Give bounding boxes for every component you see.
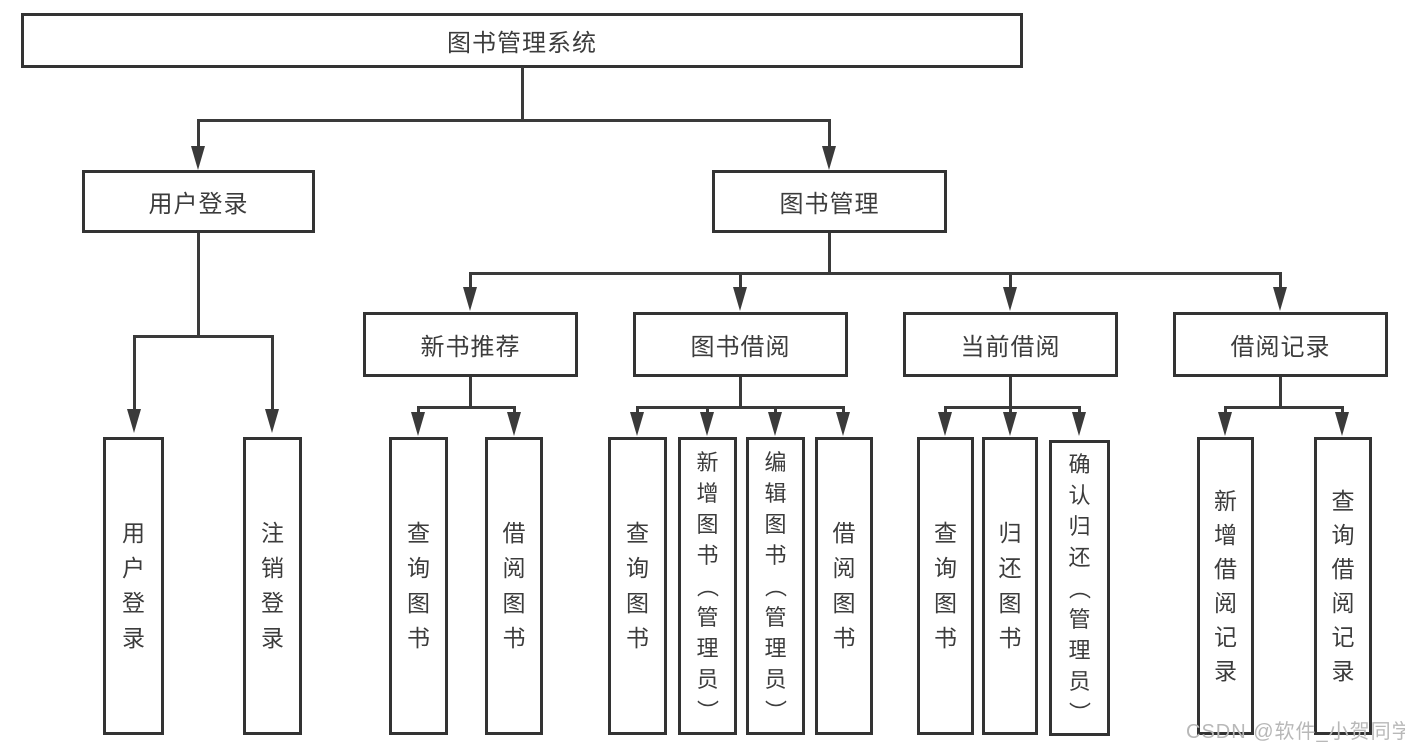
node-book-management: 图书管理 [712,170,947,233]
leaf-borrow-books-borrow: 借阅图书 [815,437,873,735]
edge-borrowrecord-drop-1 [1224,406,1227,414]
arrow-down-icon [1273,287,1287,311]
edge-currentborrow-drop-2 [1009,406,1012,414]
arrow-down-icon [127,409,141,433]
leaf-user-login: 用户登录 [103,437,164,735]
edge-userlogin-stem [197,233,200,337]
arrow-down-icon [463,287,477,311]
arrow-down-icon [507,412,521,436]
node-borrow-record: 借阅记录 [1173,312,1388,377]
edge-bookmgmt-branch [469,272,1282,275]
leaf-user-login-label: 用户登录 [122,520,145,651]
watermark: CSDN @软件_小贺同学 [1186,721,1405,743]
arrow-down-icon [768,412,782,436]
edge-bookborrow-drop-2 [706,406,709,414]
leaf-logout-login-label: 注销登录 [261,520,284,651]
leaf-confirm-return-admin-label: 确认归还（管理员） [1066,451,1092,724]
edge-bookborrow-drop-1 [636,406,639,414]
leaf-query-borrow-record: 查询借阅记录 [1314,437,1372,735]
leaf-edit-books-admin: 编辑图书（管理员） [746,437,805,735]
edge-userlogin-branch [133,335,274,338]
node-root: 图书管理系统 [21,13,1023,68]
arrow-down-icon [733,287,747,311]
edge-bookmgmt-stem [828,233,831,274]
arrow-down-icon [1072,412,1086,436]
arrow-down-icon [1003,287,1017,311]
edge-bookborrow-drop-4 [842,406,845,414]
edge-currentborrow-branch [944,406,1081,409]
edge-currentborrow-drop-3 [1078,406,1081,414]
edge-bookborrow-drop-3 [774,406,777,414]
leaf-borrow-books-recommend: 借阅图书 [485,437,543,735]
leaf-query-books-borrow: 查询图书 [608,437,667,735]
edge-borrowrecord-stem [1279,377,1282,408]
arrow-down-icon [265,409,279,433]
leaf-add-borrow-record-label: 新增借阅记录 [1214,488,1237,684]
leaf-query-books-current-label: 查询图书 [934,520,957,651]
arrow-down-icon [822,146,836,170]
node-new-book-recommend-label: 新书推荐 [420,334,521,361]
leaf-query-books-current: 查询图书 [917,437,974,735]
node-current-borrow: 当前借阅 [903,312,1118,377]
edge-bookmgmt-drop-3 [1009,272,1012,289]
node-book-borrow-label: 图书借阅 [690,334,791,361]
leaf-add-books-admin: 新增图书（管理员） [678,437,737,735]
node-new-book-recommend: 新书推荐 [363,312,578,377]
edge-bookmgmt-drop-4 [1279,272,1282,289]
node-user-login: 用户登录 [82,170,315,233]
leaf-query-books-recommend-label: 查询图书 [407,520,430,651]
node-root-label: 图书管理系统 [447,30,597,57]
edge-currentborrow-drop-1 [944,406,947,414]
edge-bookmgmt-drop-1 [469,272,472,289]
arrow-down-icon [191,146,205,170]
edge-newbook-drop-1 [417,406,420,414]
edge-newbook-branch [417,406,516,409]
arrow-down-icon [1218,412,1232,436]
edge-userlogin-drop-2 [271,335,274,411]
leaf-add-borrow-record: 新增借阅记录 [1197,437,1254,735]
leaf-edit-books-admin-label: 编辑图书（管理员） [762,449,788,722]
edge-currentborrow-stem [1009,377,1012,408]
edge-root-branch [197,119,831,122]
leaf-logout-login: 注销登录 [243,437,302,735]
edge-newbook-stem [469,377,472,408]
edge-root-drop-left [197,119,200,149]
edge-bookborrow-branch [636,406,845,409]
leaf-query-books-recommend: 查询图书 [389,437,448,735]
arrow-down-icon [1003,412,1017,436]
arrow-down-icon [938,412,952,436]
arrow-down-icon [836,412,850,436]
leaf-query-books-borrow-label: 查询图书 [626,520,649,651]
edge-root-stem [521,67,524,121]
leaf-return-books-label: 归还图书 [998,520,1022,651]
edge-bookmgmt-drop-2 [739,272,742,289]
arrow-down-icon [411,412,425,436]
arrow-down-icon [630,412,644,436]
edge-borrowrecord-drop-2 [1341,406,1344,414]
edge-root-drop-right [828,119,831,149]
node-current-borrow-label: 当前借阅 [960,334,1061,361]
arrow-down-icon [1335,412,1349,436]
leaf-add-books-admin-label: 新增图书（管理员） [694,449,720,722]
node-book-management-label: 图书管理 [779,191,880,218]
leaf-query-borrow-record-label: 查询借阅记录 [1331,488,1355,684]
edge-userlogin-drop-1 [133,335,136,411]
node-book-borrow: 图书借阅 [633,312,848,377]
leaf-confirm-return-admin: 确认归还（管理员） [1049,440,1110,736]
node-user-login-label: 用户登录 [148,191,249,218]
arrow-down-icon [700,412,714,436]
edge-borrowrecord-branch [1224,406,1344,409]
edge-newbook-drop-2 [513,406,516,414]
leaf-return-books: 归还图书 [982,437,1038,735]
leaf-borrow-books-borrow-label: 借阅图书 [832,520,856,651]
node-borrow-record-label: 借阅记录 [1230,334,1331,361]
leaf-borrow-books-recommend-label: 借阅图书 [502,520,526,651]
edge-bookborrow-stem [739,377,742,408]
